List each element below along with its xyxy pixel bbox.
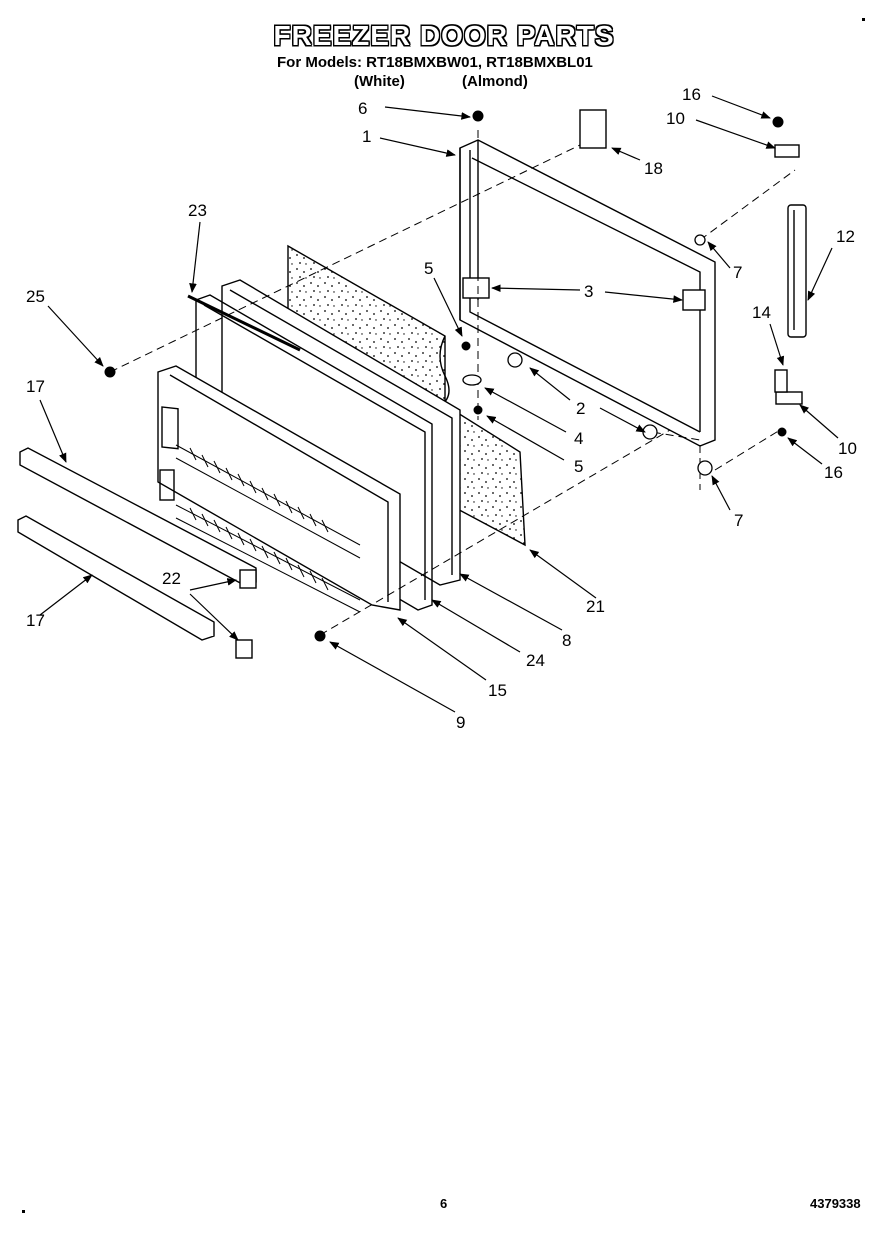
models-line: For Models: RT18BMXBW01, RT18BMXBL01 (277, 54, 593, 71)
callout-7-top: 7 (733, 263, 742, 282)
corner-mark-top-right (862, 18, 865, 21)
callout-9: 9 (456, 713, 465, 732)
callout-25: 25 (26, 287, 45, 306)
cam-2-left (507, 352, 523, 368)
callout-24: 24 (526, 651, 545, 670)
end-cap-bottom (235, 639, 253, 659)
cam-2-right (642, 424, 658, 440)
callout-15: 15 (488, 681, 507, 700)
callout-6: 6 (358, 99, 367, 118)
document-number: 4379338 (810, 1196, 861, 1211)
shelf-ribs (175, 444, 361, 613)
variant-white: (White) (354, 73, 405, 90)
label-part (579, 109, 607, 149)
callout-8: 8 (562, 631, 571, 650)
hinge-bracket-bottom (775, 391, 803, 405)
breaker-strip (187, 294, 301, 352)
stop-7-top (694, 234, 706, 246)
stop-7-bottom (697, 460, 713, 476)
callout-14: 14 (752, 303, 771, 322)
callout-5-bottom: 5 (574, 457, 583, 476)
callout-10-top: 10 (666, 109, 685, 128)
end-cap-top (239, 569, 257, 589)
handle-part (787, 204, 807, 338)
page-title: FREEZER DOOR PARTS (273, 20, 615, 51)
screw-5-bottom (473, 405, 483, 415)
hinge-bracket-top (774, 144, 800, 158)
assembly-guide-lines (109, 130, 796, 636)
screw-25 (104, 366, 116, 378)
callout-17-top: 17 (26, 377, 45, 396)
screw-16-bottom (777, 427, 787, 437)
hinge-right (682, 289, 706, 311)
callout-17-bottom: 17 (26, 611, 45, 630)
screw-5-top (461, 341, 471, 351)
door-liner-part (157, 365, 401, 611)
callout-4: 4 (574, 429, 583, 448)
screw-9 (314, 630, 326, 642)
callout-21: 21 (586, 597, 605, 616)
callout-1: 1 (362, 127, 371, 146)
callout-18: 18 (644, 159, 663, 178)
hinge-left (462, 277, 490, 299)
hinge-plate (774, 369, 788, 393)
door-frame-part (459, 139, 716, 447)
callout-16-bottom: 16 (824, 463, 843, 482)
callout-12: 12 (836, 227, 855, 246)
callout-7-bottom: 7 (734, 511, 743, 530)
variant-almond: (Almond) (462, 73, 528, 90)
washer-4 (462, 374, 482, 386)
callout-10-bottom: 10 (838, 439, 857, 458)
corner-mark-bottom-left (22, 1210, 25, 1213)
screw-16-top (772, 116, 784, 128)
callout-16-top: 16 (682, 85, 701, 104)
screw-6 (472, 110, 484, 122)
trim-strip-bottom (17, 515, 215, 641)
callout-2: 2 (576, 399, 585, 418)
callout-3: 3 (584, 282, 593, 301)
callout-5-top: 5 (424, 259, 433, 278)
callout-23: 23 (188, 201, 207, 220)
callout-22: 22 (162, 569, 181, 588)
page-number: 6 (440, 1196, 448, 1211)
